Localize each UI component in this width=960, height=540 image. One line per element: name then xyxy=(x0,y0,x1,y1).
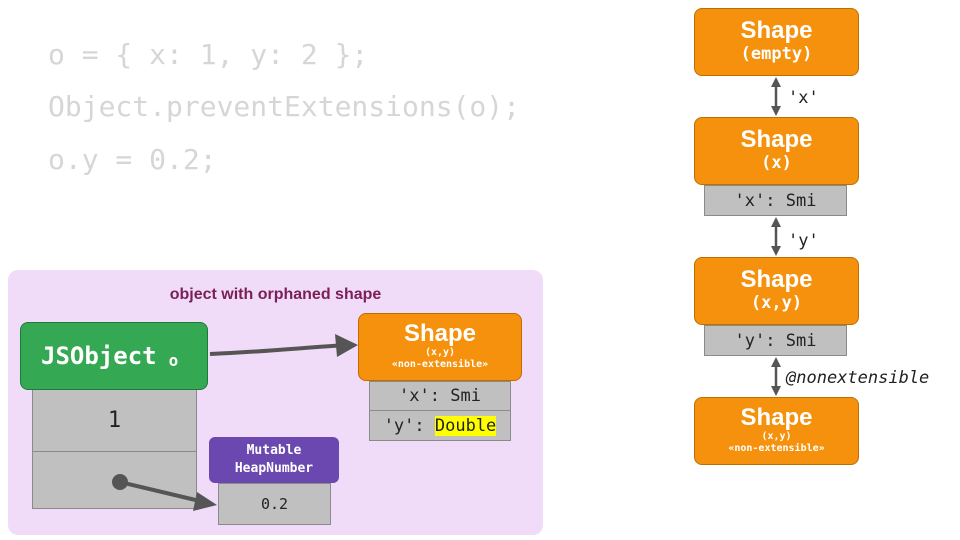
slot-value-cell: 1 xyxy=(32,388,197,452)
orphan-prop-y-type: Double xyxy=(434,415,497,436)
heap-number-value-cell: 0.2 xyxy=(218,483,331,525)
orphan-shape-fields: (x,y) xyxy=(424,347,456,358)
orphan-shape: Shape (x,y) «non-extensible» xyxy=(358,313,522,381)
jsobject-sub: o xyxy=(168,350,179,370)
chain-shape-nonextensible-fields: (x,y) xyxy=(761,431,792,442)
edge-label-x: 'x' xyxy=(788,88,819,108)
chain-shape-x-title: Shape xyxy=(740,126,813,153)
jsobject-box: JSObject o xyxy=(20,322,208,390)
chain-shape-empty: Shape (empty) xyxy=(694,8,859,76)
code-line-2: Object.preventExtensions(o); xyxy=(48,90,521,123)
heap-number-line1: Mutable xyxy=(246,443,302,458)
chain-shape-empty-title: Shape xyxy=(740,17,813,44)
orphan-prop-x: 'x': Smi xyxy=(369,381,511,411)
edge-label-y: 'y' xyxy=(788,231,819,251)
slot-pointer-cell xyxy=(32,451,197,509)
chain-shape-nonextensible-title: Shape xyxy=(740,404,813,431)
heap-number-header: Mutable HeapNumber xyxy=(209,437,339,483)
chain-shape-x-sub: (x) xyxy=(761,153,792,173)
orphan-shape-note: «non-extensible» xyxy=(391,359,489,370)
heap-number-line2: HeapNumber xyxy=(234,461,314,476)
orphan-prop-y-key: 'y': xyxy=(383,415,435,436)
code-line-1: o = { x: 1, y: 2 }; xyxy=(48,38,369,71)
jsobject-label: JSObject xyxy=(41,342,157,370)
chain-shape-xy-sub: (x,y) xyxy=(750,293,803,313)
chain-shape-nonextensible-note: «non-extensible» xyxy=(728,443,825,454)
edge-label-nonextensible: @nonextensible xyxy=(786,368,930,388)
chain-shape-xy-title: Shape xyxy=(740,266,813,293)
chain-shape-x: Shape (x) xyxy=(694,117,859,185)
orphan-prop-y: 'y': Double xyxy=(369,410,511,441)
heap-number-value: 0.2 xyxy=(260,495,289,513)
chain-shape-empty-sub: (empty) xyxy=(740,44,813,64)
code-line-3: o.y = 0.2; xyxy=(48,143,217,176)
chain-prop-x: 'x': Smi xyxy=(704,185,847,216)
orphan-shape-title: Shape xyxy=(403,320,477,347)
chain-prop-y: 'y': Smi xyxy=(704,325,847,356)
chain-shape-nonextensible: Shape (x,y) «non-extensible» xyxy=(694,397,859,465)
chain-shape-xy: Shape (x,y) xyxy=(694,257,859,325)
slot-value: 1 xyxy=(107,407,122,433)
orphan-prop-x-type: Smi xyxy=(450,386,481,406)
orphan-prop-x-key: 'x': xyxy=(399,386,451,406)
panel-title: object with orphaned shape xyxy=(169,286,382,303)
